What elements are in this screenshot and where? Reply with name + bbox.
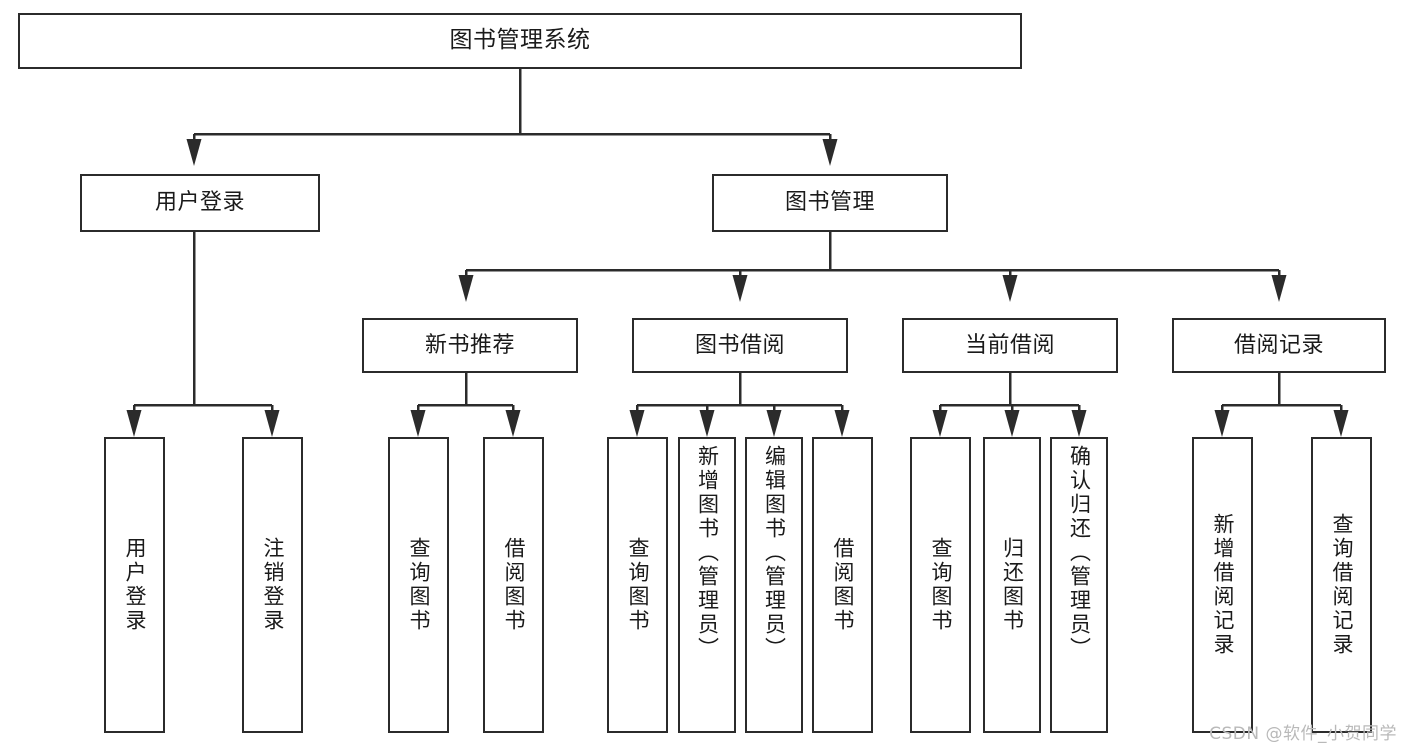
node-leaf-cur-query-book[interactable]: 查询图书 [910, 437, 971, 733]
node-label: 借阅图书 [831, 537, 855, 633]
arrow-head-icon [264, 410, 280, 437]
arrow-head-icon [1333, 410, 1349, 437]
node-leaf-add-book-admin[interactable]: 新增图书（管理员） [678, 437, 736, 733]
node-leaf-confirm-return-admin[interactable]: 确认归还（管理员） [1050, 437, 1108, 733]
node-l2-book-manage[interactable]: 图书管理 [712, 174, 948, 232]
node-label: 新增借阅记录 [1211, 513, 1235, 657]
arrow-head-icon [699, 410, 715, 437]
node-leaf-logout[interactable]: 注销登录 [242, 437, 303, 733]
watermark-label: CSDN @软件_小贺同学 [1209, 724, 1397, 744]
node-label: 新书推荐 [424, 332, 515, 358]
node-l3-book-borrow[interactable]: 图书借阅 [632, 318, 848, 373]
node-leaf-borrow-book[interactable]: 借阅图书 [812, 437, 873, 733]
arrow-head-icon [1271, 275, 1287, 302]
node-leaf-borrow-query-book[interactable]: 查询图书 [607, 437, 668, 733]
node-leaf-query-borrow-record[interactable]: 查询借阅记录 [1311, 437, 1372, 733]
arrow-head-icon [822, 139, 838, 166]
node-label: 归还图书 [1000, 537, 1025, 633]
node-leaf-return-book[interactable]: 归还图书 [983, 437, 1041, 733]
arrow-head-icon [126, 410, 142, 437]
arrow-head-icon [458, 275, 474, 302]
node-label: 用户登录 [154, 190, 245, 216]
arrow-head-icon [1071, 410, 1087, 437]
node-leaf-add-borrow-record[interactable]: 新增借阅记录 [1192, 437, 1253, 733]
node-label: 新增图书（管理员） [695, 445, 720, 661]
node-label: 查询图书 [626, 537, 650, 633]
node-root-title[interactable]: 图书管理系统 [18, 13, 1022, 69]
node-l3-new-book-rec[interactable]: 新书推荐 [362, 318, 578, 373]
arrow-head-icon [1004, 410, 1020, 437]
node-label: 查询图书 [407, 537, 431, 633]
node-l2-user-login[interactable]: 用户登录 [80, 174, 320, 232]
node-leaf-rec-query-book[interactable]: 查询图书 [388, 437, 449, 733]
node-label: 图书管理 [784, 190, 875, 216]
node-label: 确认归还（管理员） [1067, 445, 1092, 661]
node-label: 借阅记录 [1233, 332, 1324, 358]
node-leaf-rec-borrow-book[interactable]: 借阅图书 [483, 437, 544, 733]
node-label: 查询图书 [929, 537, 953, 633]
node-label: 用户登录 [123, 537, 147, 633]
node-label: 借阅图书 [502, 537, 526, 633]
node-leaf-user-login[interactable]: 用户登录 [104, 437, 165, 733]
node-label: 图书管理系统 [449, 27, 591, 54]
arrow-head-icon [410, 410, 426, 437]
arrow-head-icon [932, 410, 948, 437]
node-label: 当前借阅 [964, 332, 1055, 358]
node-label: 编辑图书（管理员） [762, 445, 787, 661]
arrow-head-icon [766, 410, 782, 437]
arrow-head-icon [186, 139, 202, 166]
node-label: 图书借阅 [694, 332, 785, 358]
node-label: 注销登录 [261, 537, 285, 633]
arrow-head-icon [1214, 410, 1230, 437]
arrow-head-icon [834, 410, 850, 437]
arrow-head-icon [629, 410, 645, 437]
arrow-head-icon [732, 275, 748, 302]
node-label: 查询借阅记录 [1330, 513, 1354, 657]
arrow-head-icon [1002, 275, 1018, 302]
arrow-head-icon [505, 410, 521, 437]
node-leaf-edit-book-admin[interactable]: 编辑图书（管理员） [745, 437, 803, 733]
node-l3-borrow-record[interactable]: 借阅记录 [1172, 318, 1386, 373]
node-l3-current-borrow[interactable]: 当前借阅 [902, 318, 1118, 373]
